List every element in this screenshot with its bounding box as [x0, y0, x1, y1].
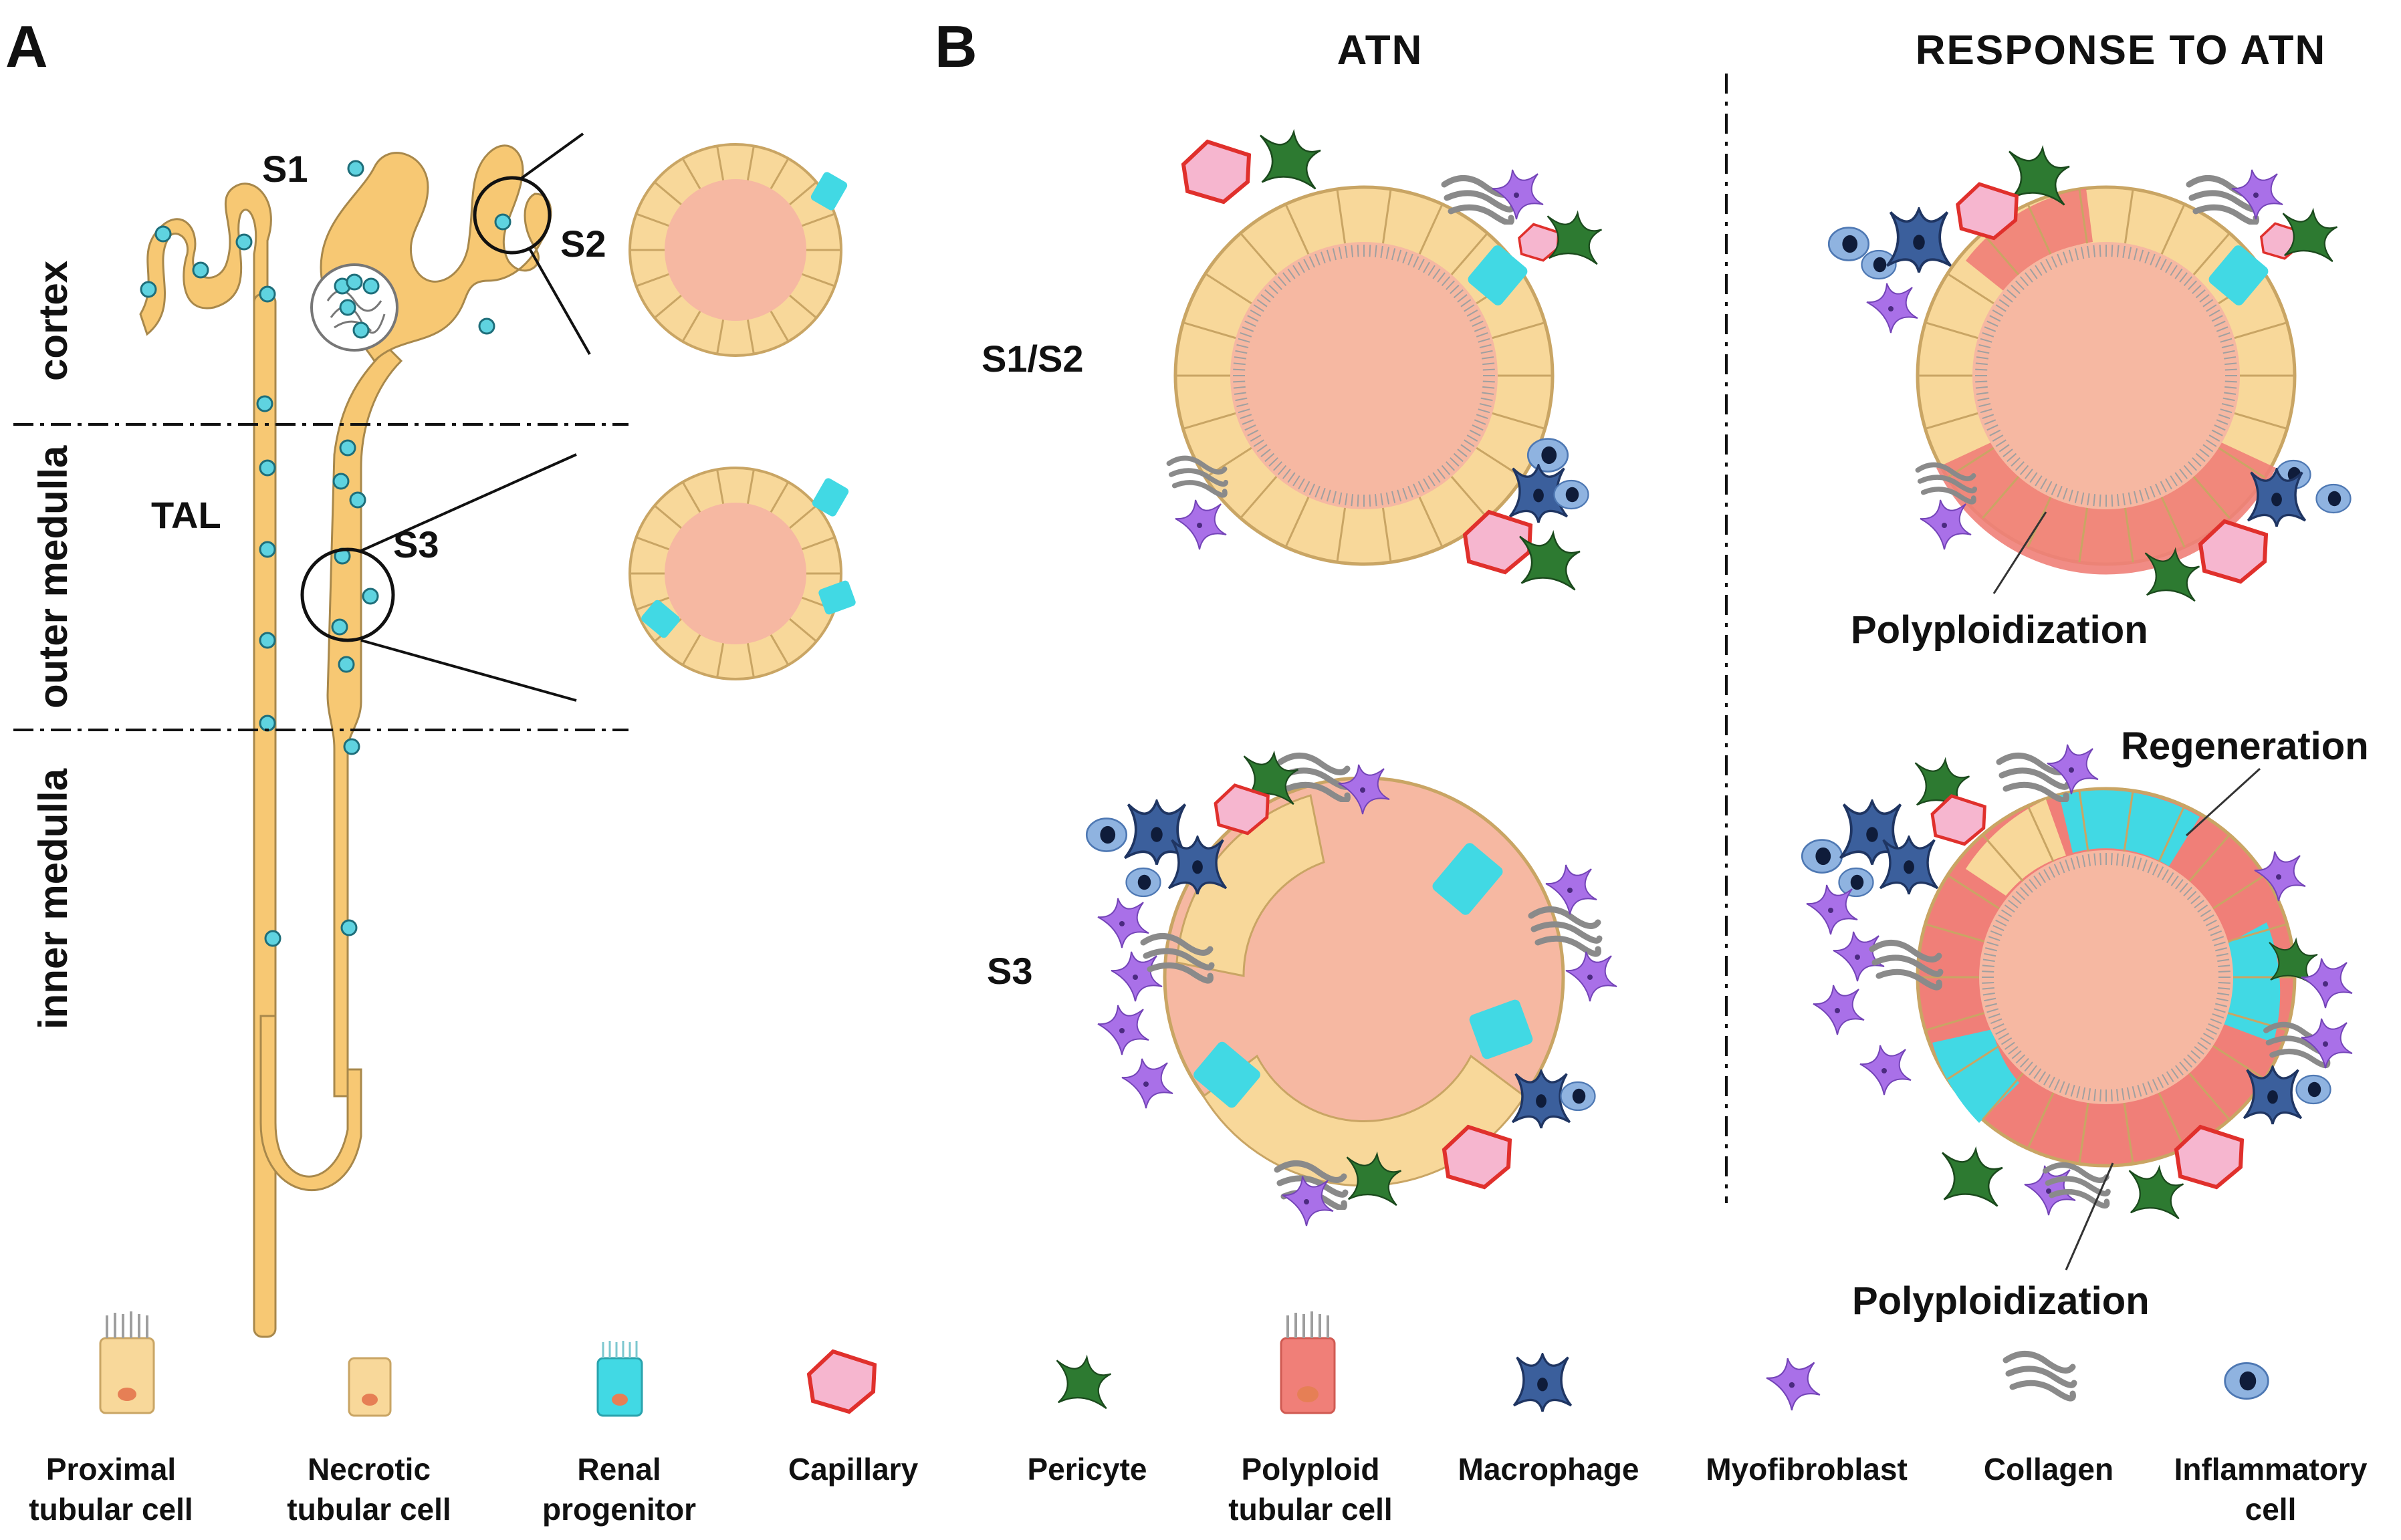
myofibroblast-cell: [2301, 958, 2353, 1009]
segment-s1-label: S1: [262, 148, 308, 190]
annotation-regeneration: Regeneration: [2121, 725, 2369, 768]
loop-of-henle: [259, 1015, 362, 1192]
panel-b-label: B: [935, 13, 978, 80]
myofibroblast-icon: [1766, 1358, 1821, 1411]
legend-label-8: Myofibroblast: [1706, 1452, 1908, 1487]
myofibroblast-cell: [1920, 499, 1972, 550]
pericyte-cell: [2128, 1166, 2184, 1220]
inflammatory-cell: [1827, 227, 1870, 261]
macrophage-cell: [2247, 468, 2307, 528]
pericyte-cell: [2144, 549, 2200, 602]
myofibroblast-cell: [1097, 1005, 1149, 1055]
inflammatory-cell: [1801, 839, 1843, 874]
inflammatory-cell: [1560, 1081, 1596, 1112]
legend-label-3: Renal: [577, 1452, 661, 1487]
proximal-tubular-cell-icon: [99, 1311, 155, 1414]
inflammatory-cell-icon: [2224, 1362, 2269, 1400]
myofibroblast-cell: [1866, 283, 1918, 334]
pericyte-cell: [1941, 1148, 2004, 1207]
legend-label-1: Proximal: [46, 1452, 176, 1487]
legend-label-7: Macrophage: [1458, 1452, 1639, 1487]
macrophage-cell: [1885, 207, 1952, 274]
s3-zoom-circle: [300, 547, 395, 642]
tal-limb: [253, 293, 277, 1338]
regeneration-pointer: [2185, 767, 2261, 837]
legend-label-3-line2: progenitor: [542, 1492, 696, 1527]
response-s1s2-tubule: [1827, 147, 2352, 602]
s2-zoom-line-bottom: [528, 248, 591, 355]
legend-label-9: Collagen: [1984, 1452, 2113, 1487]
header-atn: ATN: [1337, 27, 1423, 74]
inflammatory-cell: [2295, 1074, 2331, 1105]
pericyte-cell: [1259, 131, 1322, 190]
s3-zoom-line-top: [360, 453, 577, 552]
inflammatory-cell: [1085, 817, 1128, 852]
row-label-s1-s2: S1/S2: [982, 338, 1084, 380]
pericyte-cell: [1518, 532, 1581, 591]
distal-convoluted-branch: [139, 182, 272, 429]
zone-inner-medulla-label: inner medulla: [31, 768, 76, 1029]
legend-label-2: Necrotic: [308, 1452, 431, 1487]
renal-progenitor-icon: [596, 1341, 643, 1417]
panel-a-label: A: [5, 13, 48, 80]
myofibroblast-cell: [1565, 951, 1617, 1002]
row-label-s3: S3: [987, 950, 1033, 992]
inflammatory-cell: [1526, 438, 1569, 473]
myofibroblast-cell: [1806, 884, 1858, 935]
renal-progenitor-dots: [140, 160, 511, 947]
annotation-polyploidization-bottom: Polyploidization: [1852, 1279, 2150, 1323]
s3-cross-section: [628, 467, 856, 680]
header-response-to-atn: RESPONSE TO ATN: [1916, 27, 2327, 74]
myofibroblast-cell: [1813, 985, 1865, 1035]
macrophage-cell: [2243, 1065, 2303, 1126]
zone-cortex-label: cortex: [31, 261, 76, 381]
myofibroblast-cell: [1859, 1045, 1912, 1096]
nephron-diagram: [139, 132, 591, 1338]
atn-s3-tubule: [1085, 753, 1617, 1227]
segment-s3-label: S3: [393, 523, 439, 565]
response-s3-tubule: [1801, 744, 2353, 1271]
myofibroblast-cell: [1121, 1058, 1173, 1109]
legend-label-6-line2: tubular cell: [1228, 1492, 1392, 1527]
legend-label-2-line2: tubular cell: [287, 1492, 451, 1527]
myofibroblast-cell: [1097, 898, 1149, 948]
polyploidization-pointer-bottom: [2065, 1162, 2114, 1271]
macrophage-cell: [1879, 836, 1939, 896]
myofibroblast-cell: [1111, 951, 1163, 1002]
inflammatory-cell: [1838, 867, 1874, 898]
inflammatory-cell: [2315, 483, 2352, 514]
segment-s2-label: S2: [560, 223, 606, 265]
capillary-cell: [1183, 142, 1249, 202]
segment-tal-label: TAL: [151, 494, 221, 536]
atn-s1s2-tubule: [1169, 131, 1603, 591]
capillary-icon: [809, 1352, 875, 1412]
necrotic-tubular-cell-icon: [348, 1357, 392, 1417]
capillary-cell: [1932, 796, 1984, 844]
polyploidization-pointer-top: [1992, 511, 2047, 594]
legend: Proximal tubular cell Necrotic tubular c…: [29, 1311, 2368, 1527]
legend-label-4: Capillary: [788, 1452, 919, 1487]
proximal-straight-tubule: [326, 346, 403, 1098]
legend-label-10-line2: cell: [2245, 1492, 2297, 1527]
legend-label-1-line2: tubular cell: [29, 1492, 193, 1527]
collagen-icon: [2006, 1354, 2074, 1398]
pericyte-icon: [1056, 1356, 1112, 1410]
inflammatory-cell: [1553, 479, 1589, 510]
legend-label-6: Polyploid: [1242, 1452, 1380, 1487]
s2-cross-section: [628, 143, 848, 357]
s2-zoom-circle: [473, 176, 552, 255]
macrophage-icon: [1512, 1353, 1573, 1413]
myofibroblast-cell: [1175, 499, 1227, 550]
legend-label-5: Pericyte: [1027, 1452, 1147, 1487]
myofibroblast-cell: [1833, 931, 1885, 982]
s2-zoom-line-top: [519, 132, 584, 180]
inflammatory-cell: [1125, 867, 1161, 898]
polyploid-tubular-cell-icon: [1280, 1311, 1336, 1414]
legend-label-10: Inflammatory: [2174, 1452, 2368, 1487]
zone-outer-medulla-label: outer medulla: [31, 445, 76, 709]
annotation-polyploidization-top: Polyploidization: [1851, 608, 2148, 652]
s3-zoom-line-bottom: [360, 639, 577, 702]
